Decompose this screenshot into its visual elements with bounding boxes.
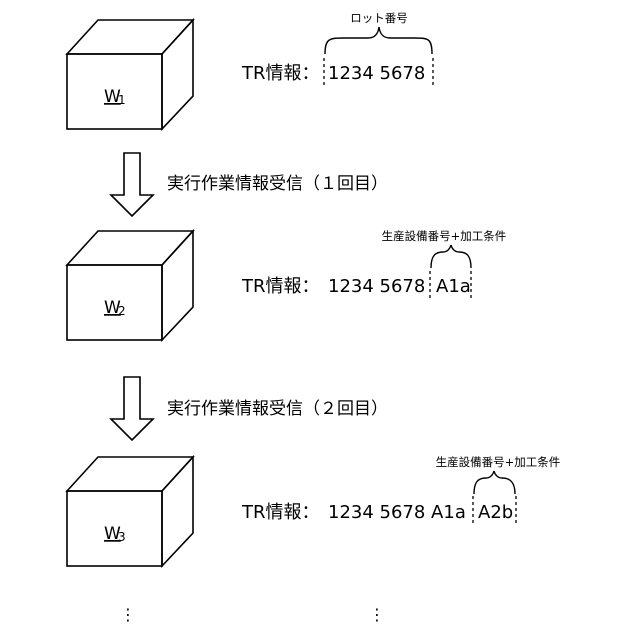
stage-1: W 1 TR情報： 1234 5678 ロット番号 xyxy=(67,11,433,129)
tr-info-value-2: 1234 5678 xyxy=(328,276,425,297)
continuation-dots-left: ⋮ xyxy=(120,605,136,624)
tr-info-prefix-3: TR情報： xyxy=(241,502,320,523)
workpiece-cube-3 xyxy=(67,457,193,566)
stage-2: W 2 TR情報： 1234 5678 A1a 生産設備番号+加工条件 xyxy=(67,229,506,340)
tr-info-value-1: 1234 5678 xyxy=(328,63,425,84)
curly-brace-1 xyxy=(325,27,432,54)
tr-info-added-3: A2b xyxy=(478,502,513,523)
brace-label-3: 生産設備番号+加工条件 xyxy=(436,455,561,469)
tr-info-value-3: 1234 5678 A1a xyxy=(328,502,466,523)
cube-subscript-1: 1 xyxy=(118,93,126,107)
brace-label-1: ロット番号 xyxy=(350,11,408,25)
workpiece-cube-1 xyxy=(67,20,193,129)
cube-subscript-2: 2 xyxy=(118,304,126,318)
down-arrow-icon xyxy=(111,377,153,440)
tr-info-prefix-2: TR情報： xyxy=(241,276,320,297)
curly-brace-2 xyxy=(431,245,471,268)
step-label-2: 実行作業情報受信（２回目） xyxy=(167,399,388,419)
step-2: 実行作業情報受信（２回目） xyxy=(111,377,388,440)
brace-label-2: 生産設備番号+加工条件 xyxy=(382,229,507,243)
curly-brace-3 xyxy=(474,471,515,494)
workpiece-cube-2 xyxy=(67,231,193,340)
tr-info-prefix-1: TR情報： xyxy=(241,63,320,84)
continuation-dots-right: ⋮ xyxy=(369,605,385,624)
stage-3: W 3 TR情報： 1234 5678 A1a A2b 生産設備番号+加工条件 xyxy=(67,455,560,566)
cube-subscript-3: 3 xyxy=(118,530,126,544)
step-1: 実行作業情報受信（１回目） xyxy=(111,153,388,216)
tr-info-added-2: A1a xyxy=(436,276,471,297)
down-arrow-icon xyxy=(111,153,153,216)
step-label-1: 実行作業情報受信（１回目） xyxy=(167,174,388,194)
